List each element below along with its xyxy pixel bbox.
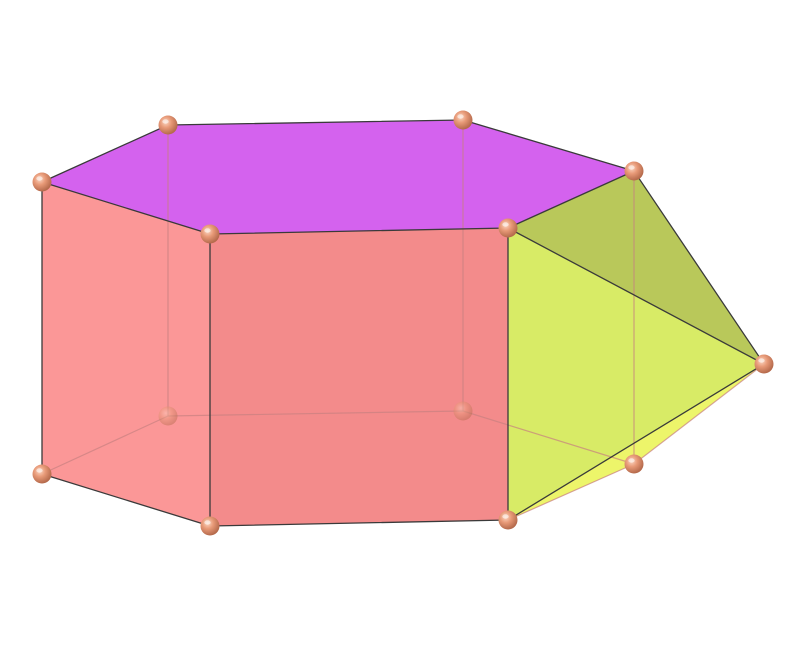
front-left-face (42, 182, 210, 526)
pyramid-upper-face (508, 171, 764, 364)
vertex-sphere (158, 406, 178, 426)
vertex-sphere (498, 510, 518, 530)
vertex-sphere (32, 172, 52, 192)
vertex-highlight (204, 228, 211, 233)
vertex-sphere (32, 464, 52, 484)
edge (41, 124, 169, 183)
vertex-ball (200, 516, 220, 536)
hidden-edge (462, 410, 635, 465)
vertex-highlight (502, 514, 509, 519)
edge (167, 119, 464, 126)
edge (462, 119, 635, 172)
front-center-face (210, 228, 508, 526)
vertex-ball (200, 224, 220, 244)
vertex-ball (158, 115, 178, 135)
edge (507, 363, 765, 521)
vertex-ball (158, 406, 178, 426)
vertex-ball (32, 172, 52, 192)
vertex-highlight (628, 458, 635, 463)
edges (41, 119, 765, 527)
vertex-ball (624, 454, 644, 474)
vertices (32, 110, 774, 536)
edge (41, 473, 211, 527)
hidden-edge (167, 410, 464, 417)
vertex-highlight (36, 176, 43, 181)
edge (633, 170, 765, 365)
vertex-ball (453, 401, 473, 421)
hidden-edge (41, 415, 169, 475)
vertex-sphere (624, 161, 644, 181)
vertex-sphere (754, 354, 774, 374)
pyramid-front-face (508, 228, 764, 520)
vertex-sphere (624, 454, 644, 474)
vertex-sphere (200, 224, 220, 244)
vertex-highlight (162, 119, 169, 124)
vertex-highlight (502, 222, 509, 227)
faces (41, 120, 765, 526)
vertex-ball (453, 110, 473, 130)
vertex-sphere (200, 516, 220, 536)
vertex-sphere (453, 401, 473, 421)
edge (209, 227, 509, 235)
vertex-sphere (498, 218, 518, 238)
edge (507, 227, 765, 365)
vertex-ball (754, 354, 774, 374)
vertex-sphere (158, 115, 178, 135)
vertex-highlight (628, 165, 635, 170)
hidden-edge (633, 363, 765, 465)
top-face (42, 120, 634, 234)
hidden-edge (507, 463, 635, 521)
vertex-sphere (453, 110, 473, 130)
vertex-ball (32, 464, 52, 484)
edge (41, 181, 211, 235)
vertex-ball (498, 218, 518, 238)
vertex-highlight (36, 468, 43, 473)
edge (507, 170, 635, 229)
vertex-ball (498, 510, 518, 530)
vertex-highlight (457, 114, 464, 119)
vertex-ball (624, 161, 644, 181)
vertex-highlight (204, 520, 211, 525)
edge (209, 519, 509, 527)
vertex-highlight (758, 358, 765, 363)
